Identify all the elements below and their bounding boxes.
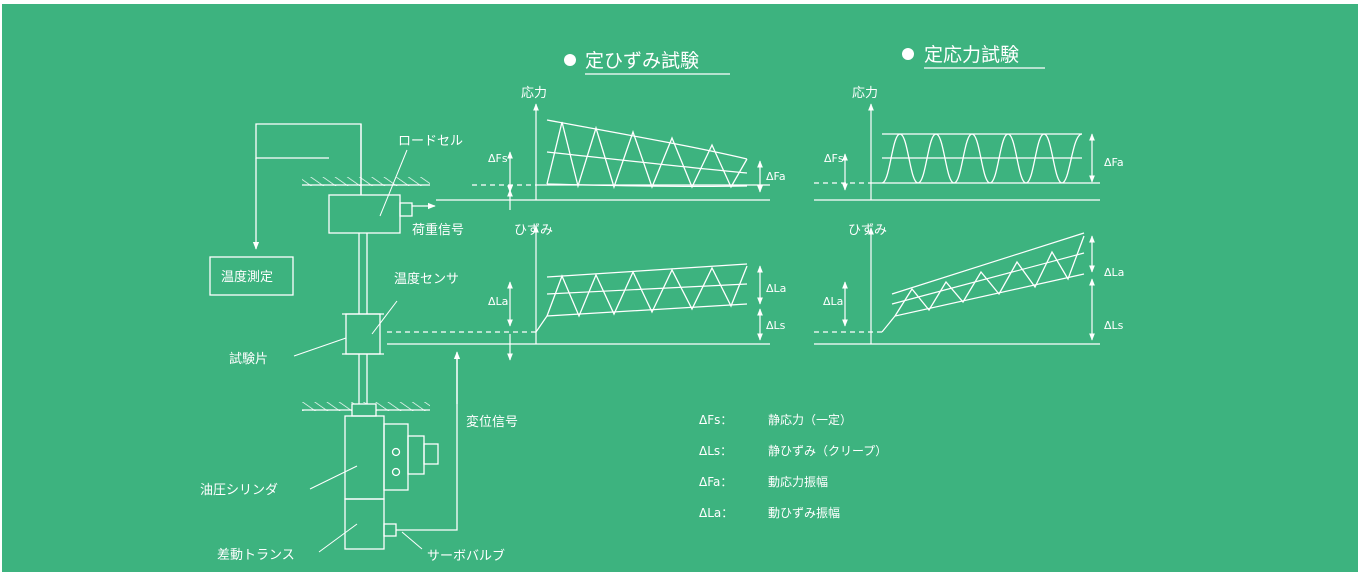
servo-valve-cap bbox=[423, 443, 439, 465]
mid-envelope bbox=[546, 151, 748, 174]
legend-text: 動ひずみ振幅 bbox=[768, 505, 840, 520]
fixed-support-top bbox=[302, 177, 430, 186]
specimen bbox=[345, 313, 381, 355]
label-temperature-sensor: 温度センサ bbox=[394, 271, 459, 287]
servo-valve bbox=[407, 435, 425, 475]
label-temperature-measurement: 温度測定 bbox=[221, 269, 273, 285]
leader-cylinder bbox=[309, 465, 358, 490]
title-constant-stress: 定応力試験 bbox=[924, 44, 1019, 66]
axis-label-stress: 応力 bbox=[852, 86, 878, 101]
label-dFa: ΔFa bbox=[1104, 156, 1124, 169]
piston-collar bbox=[351, 403, 377, 417]
label-load-signal: 荷重信号 bbox=[412, 222, 464, 238]
legend-text: 静応力（一定） bbox=[768, 412, 852, 427]
label-dLs: ΔLs bbox=[1104, 319, 1124, 332]
upper-envelope bbox=[546, 263, 748, 278]
creep-strain-wave bbox=[894, 235, 1085, 317]
legend: ΔFs： 静応力（一定） ΔLs： 静ひずみ（クリープ） ΔFa： 動応力振幅 … bbox=[699, 412, 887, 520]
constant-stress-wave bbox=[881, 133, 1083, 184]
leader-specimen bbox=[293, 337, 347, 357]
title-constant-strain: 定ひずみ試験 bbox=[585, 50, 699, 72]
hydraulic-cylinder bbox=[344, 415, 385, 500]
differential-transformer bbox=[344, 498, 385, 550]
plot-strain-test-strain bbox=[387, 189, 770, 361]
axis-label-stress: 応力 bbox=[521, 86, 547, 101]
axis-label-strain: ひずみ bbox=[514, 223, 553, 238]
legend-text: 動応力振幅 bbox=[768, 474, 828, 489]
label-displacement-signal: 変位信号 bbox=[466, 414, 518, 430]
label-dFa: ΔFa bbox=[766, 170, 786, 183]
label-dLa: ΔLa bbox=[766, 282, 786, 295]
strain-wave bbox=[546, 265, 748, 318]
label-specimen: 試験片 bbox=[229, 351, 268, 367]
transformer-connector bbox=[383, 523, 397, 537]
label-differential-transformer: 差動トランス bbox=[217, 548, 295, 563]
lower-envelope bbox=[535, 303, 748, 333]
plot-stress-test-strain bbox=[814, 227, 1100, 345]
label-dLa: ΔLa bbox=[488, 295, 508, 308]
label-servo-valve: サーボバルブ bbox=[427, 548, 505, 564]
diagram-panel: 定ひずみ試験 定応力試験 bbox=[2, 4, 1358, 572]
leader-servo-valve bbox=[401, 531, 423, 550]
legend-symbol: ΔFs： bbox=[699, 413, 732, 427]
leader-load-cell bbox=[379, 149, 408, 217]
displacement-signal-wire bbox=[396, 354, 458, 531]
apparatus bbox=[209, 123, 461, 553]
mid-envelope bbox=[546, 283, 748, 295]
label-dFs: ΔFs bbox=[824, 152, 844, 165]
bullet-icon bbox=[902, 48, 914, 60]
label-dLa: ΔLa bbox=[823, 295, 843, 308]
label-load-cell: ロードセル bbox=[398, 134, 463, 149]
leader-temp-sensor bbox=[371, 300, 398, 335]
legend-symbol: ΔLa： bbox=[699, 506, 733, 520]
lower-envelope bbox=[546, 183, 748, 187]
label-dLs: ΔLs bbox=[766, 319, 786, 332]
label-hydraulic-cylinder: 油圧シリンダ bbox=[200, 483, 278, 498]
leader-transformer bbox=[318, 523, 358, 553]
lower-envelope bbox=[881, 273, 1085, 333]
plot-strain-test-stress bbox=[436, 103, 770, 201]
upper-envelope bbox=[546, 119, 748, 160]
mid-envelope bbox=[891, 252, 1085, 305]
valve-manifold bbox=[383, 423, 409, 491]
decaying-stress-wave bbox=[546, 121, 748, 190]
test-diagram: 定ひずみ試験 定応力試験 bbox=[200, 44, 1124, 564]
label-dLa: ΔLa bbox=[1104, 266, 1124, 279]
load-cell bbox=[328, 194, 401, 234]
label-dFs: ΔFs bbox=[488, 152, 508, 165]
temperature-meter-box bbox=[209, 256, 294, 296]
plot-stress-test-stress bbox=[814, 103, 1100, 201]
legend-symbol: ΔFa： bbox=[699, 475, 732, 489]
legend-symbol: ΔLs： bbox=[699, 444, 732, 458]
upper-envelope bbox=[891, 232, 1085, 295]
legend-text: 静ひずみ（クリープ） bbox=[768, 444, 887, 458]
bullet-icon bbox=[564, 54, 576, 66]
axis-label-strain: ひずみ bbox=[848, 223, 887, 238]
load-cell-connector bbox=[399, 202, 413, 217]
